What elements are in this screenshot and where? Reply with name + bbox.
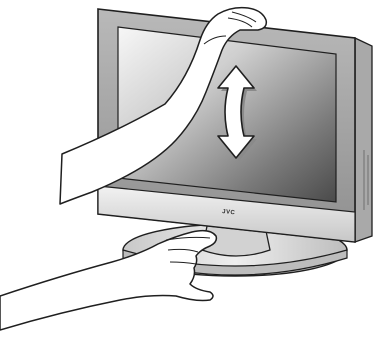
lower-hand-icon	[0, 231, 216, 330]
tv-side-panel	[355, 38, 372, 242]
